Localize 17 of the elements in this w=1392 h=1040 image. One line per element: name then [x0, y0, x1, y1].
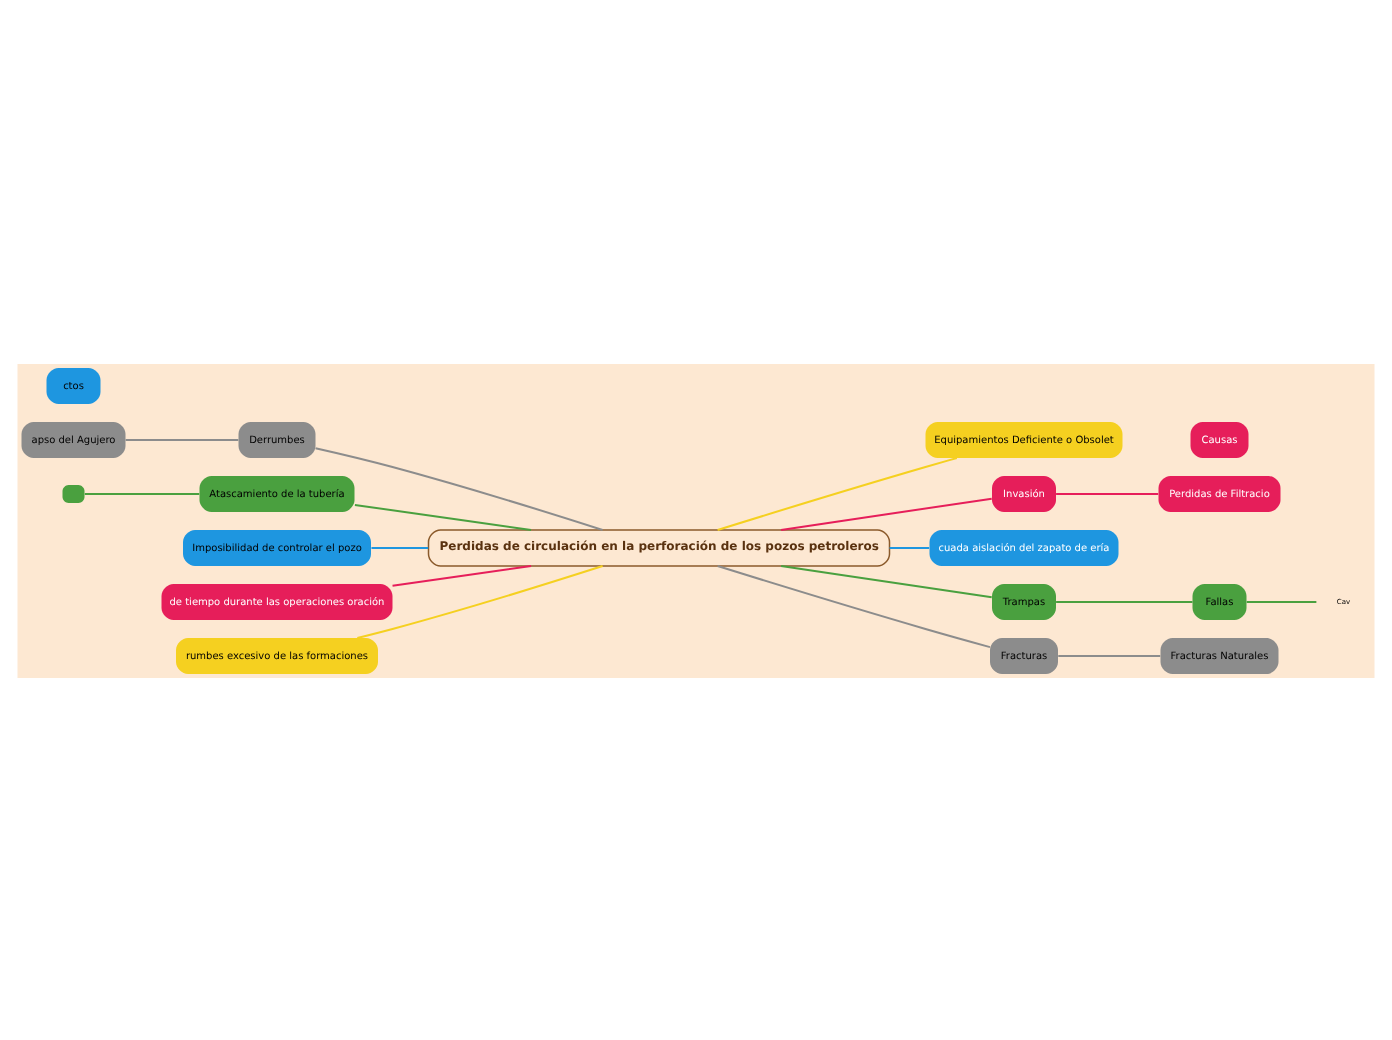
- connector: [1245, 600, 1318, 602]
- connector: [356, 564, 604, 638]
- connector: [780, 496, 993, 530]
- connector: [716, 564, 991, 648]
- connector: [888, 546, 931, 548]
- connector: [391, 564, 533, 586]
- connector: [314, 446, 604, 530]
- connector: [716, 456, 958, 530]
- connector: [1057, 654, 1162, 656]
- connector: [370, 546, 430, 548]
- connector: [1055, 492, 1160, 494]
- connector: [780, 564, 993, 598]
- connector: [83, 492, 201, 494]
- connector: [124, 438, 240, 440]
- connector: [353, 502, 533, 530]
- node-box: [62, 484, 85, 502]
- connector: [1055, 600, 1194, 602]
